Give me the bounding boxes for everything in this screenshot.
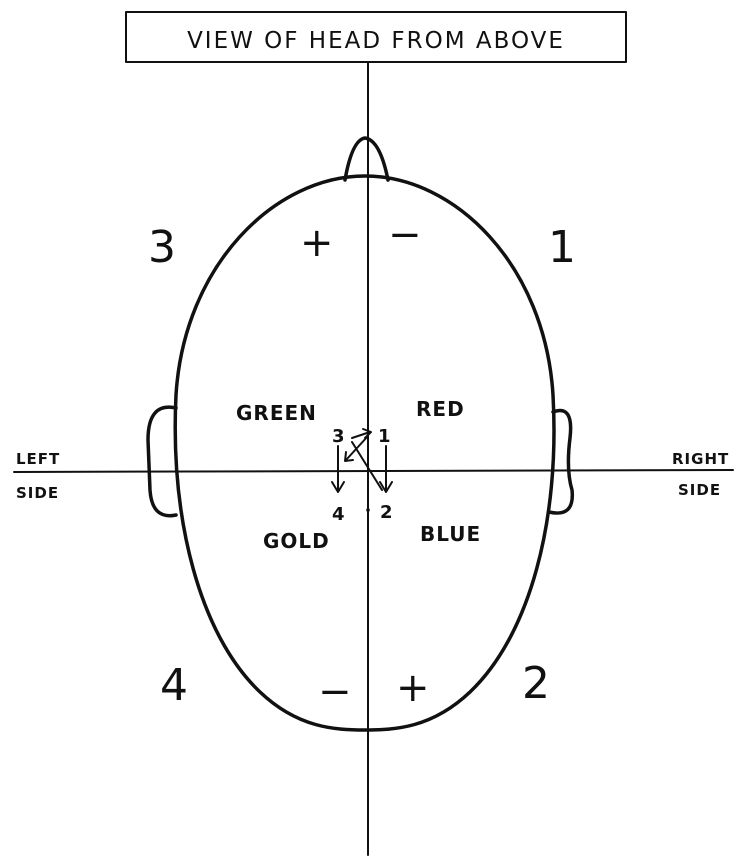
right-ear bbox=[547, 408, 575, 515]
region-label-blue: BLUE bbox=[420, 522, 481, 546]
center-number-1: 1 bbox=[378, 426, 391, 447]
left-ear bbox=[146, 405, 178, 518]
head-outline bbox=[173, 174, 556, 732]
quadrant-number-bottom-right: 2 bbox=[522, 658, 550, 709]
center-number-3: 3 bbox=[332, 426, 345, 447]
sign-top-left: + bbox=[300, 220, 334, 266]
sign-bottom-right: + bbox=[396, 665, 430, 711]
horizontal-axis bbox=[13, 469, 734, 473]
right-side-label-line1: RIGHT bbox=[672, 450, 729, 468]
sign-top-right: − bbox=[388, 212, 422, 258]
right-side-label-line2: SIDE bbox=[678, 481, 721, 499]
region-label-red: RED bbox=[416, 397, 465, 421]
center-arrows bbox=[331, 428, 393, 512]
quadrant-number-top-left: 3 bbox=[148, 222, 176, 273]
diagram-title: VIEW OF HEAD FROM ABOVE bbox=[187, 28, 565, 54]
quadrant-number-bottom-left: 4 bbox=[160, 660, 188, 711]
region-label-green: GREEN bbox=[236, 401, 317, 425]
center-number-4: 4 bbox=[332, 504, 345, 525]
title-box bbox=[125, 11, 627, 63]
sign-bottom-left: − bbox=[318, 669, 352, 715]
quadrant-number-top-right: 1 bbox=[548, 222, 576, 273]
region-label-gold: GOLD bbox=[263, 529, 330, 553]
left-side-label-line1: LEFT bbox=[16, 450, 60, 468]
nose-outline bbox=[343, 136, 390, 182]
center-number-2: 2 bbox=[380, 502, 393, 523]
left-side-label-line2: SIDE bbox=[16, 484, 59, 502]
